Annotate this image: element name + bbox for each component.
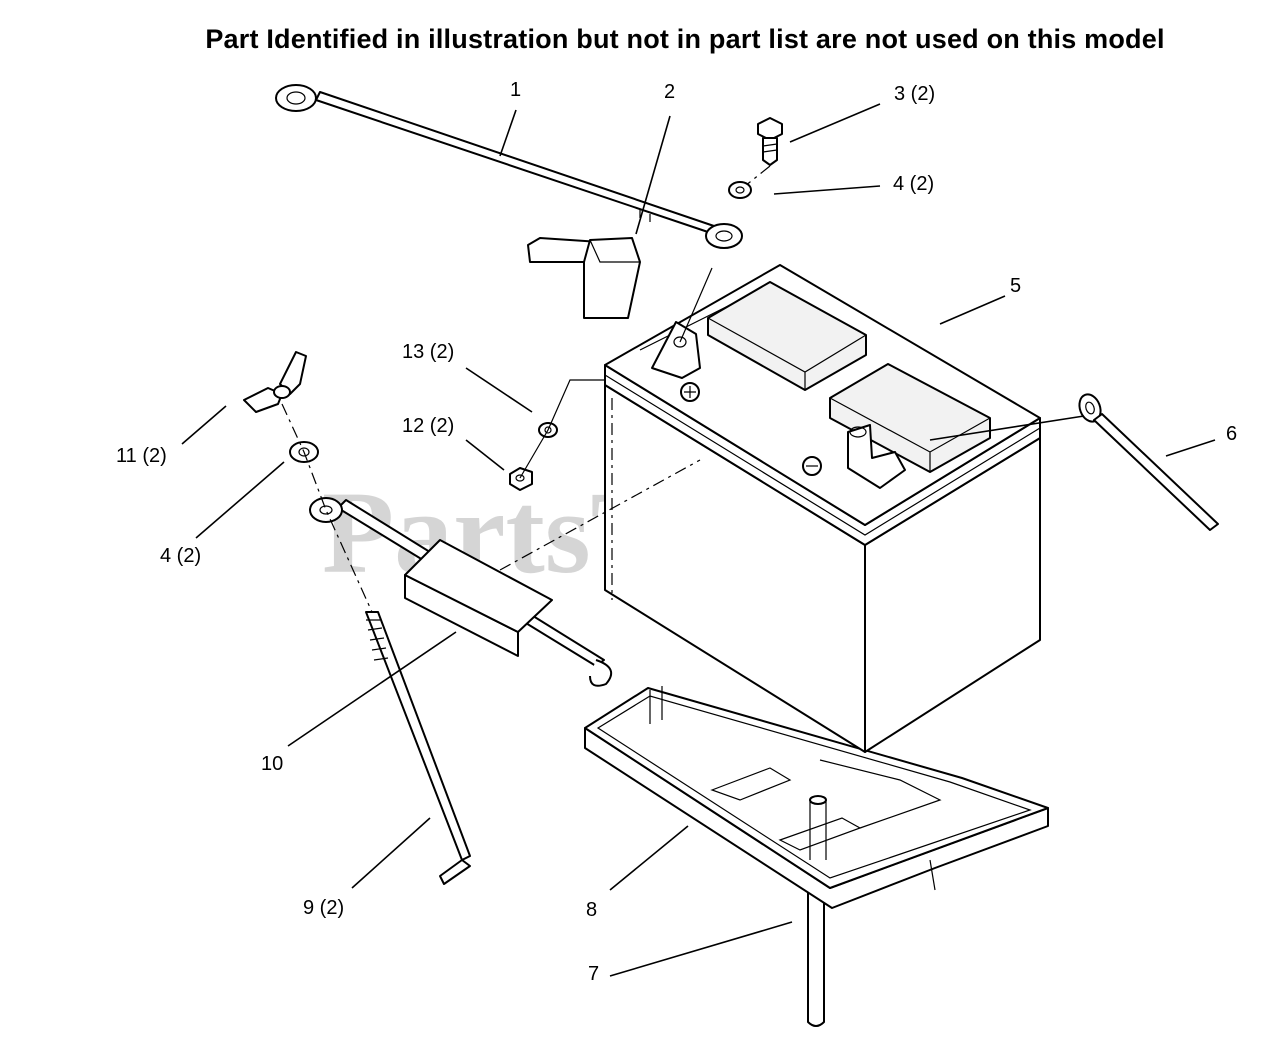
part-8-battery-tray	[584, 686, 1049, 909]
part-10-hold-down	[309, 497, 613, 687]
callout-1: 1	[510, 79, 521, 101]
part-6-cable	[929, 393, 1219, 531]
callout-5: 5	[1010, 275, 1021, 297]
part-1-cable	[275, 84, 743, 249]
callout-4-upper: 4 (2)	[893, 173, 934, 195]
leader-lines	[181, 103, 1216, 977]
assembly-line-terminal	[519, 379, 605, 479]
part-5-battery	[604, 264, 1041, 753]
part-12-nut	[509, 467, 533, 491]
part-2-terminal-boot	[527, 237, 641, 319]
header-note: Part Identified in illustration but not …	[205, 24, 1165, 54]
part-11-wing-nut	[243, 351, 307, 413]
part-9-j-bolt	[365, 611, 471, 885]
part-3-bolt	[739, 117, 783, 191]
assembly-line-left	[281, 403, 373, 613]
callout-7: 7	[588, 963, 599, 985]
callout-2: 2	[664, 81, 675, 103]
callout-8: 8	[586, 899, 597, 921]
part-4-washer-upper	[728, 181, 752, 199]
callout-11: 11 (2)	[116, 445, 167, 467]
callout-4-lower: 4 (2)	[160, 545, 201, 567]
callout-6: 6	[1226, 423, 1237, 445]
callout-9: 9 (2)	[303, 897, 344, 919]
assembly-line-post	[679, 267, 713, 343]
callout-12: 12 (2)	[402, 415, 454, 437]
callout-3: 3 (2)	[894, 83, 935, 105]
callout-10: 10	[261, 753, 283, 775]
callout-13: 13 (2)	[402, 341, 454, 363]
